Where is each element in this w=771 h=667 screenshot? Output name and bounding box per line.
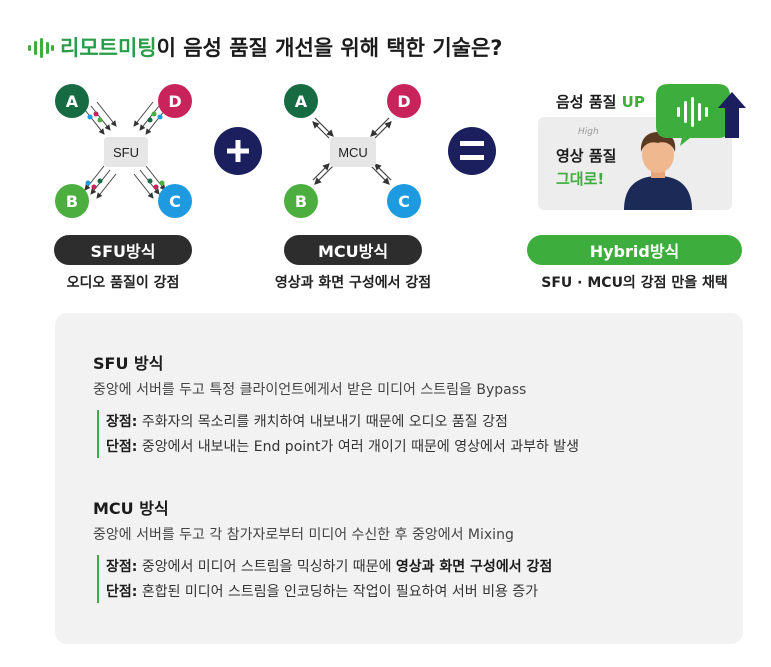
mcu-node-b: B (295, 192, 307, 211)
sfu-node-a: A (66, 92, 79, 111)
mcu-server-label: MCU (338, 145, 368, 160)
handwritten-high: High (578, 127, 599, 137)
hybrid-audio-label: 음성 품질 UP (556, 93, 645, 111)
hybrid-illustration: High (538, 84, 746, 210)
sound-wave-icon (28, 38, 54, 58)
sfu-pro: 장점: 주화자의 목소리를 캐치하여 내보내기 때문에 오디오 품질 강점 (106, 414, 508, 430)
equals-icon (448, 127, 496, 175)
sfu-node-d: D (168, 92, 181, 111)
hybrid-video-keep: 그대로! (556, 170, 605, 188)
up-arrow-icon (718, 92, 746, 138)
page-title: 리모트미팅이 음성 품질 개선을 위해 택한 기술은? (28, 32, 502, 62)
sfu-section-title: SFU 방식 (93, 354, 164, 373)
hybrid-caption: SFU · MCU의 강점 만을 채택 (541, 275, 728, 291)
hybrid-video-label: 영상 품질 (556, 147, 617, 165)
mcu-pill: MCU방식 (284, 235, 422, 265)
mcu-con: 단점: 혼합된 미디어 스트림을 인코딩하는 작업이 필요하여 서버 비용 증가 (106, 584, 539, 600)
info-panel (55, 313, 743, 644)
mcu-pro: 장점: 중앙에서 미디어 스트림을 믹싱하기 때문에 영상과 화면 구성에서 강… (106, 559, 553, 575)
sfu-con: 단점: 중앙에서 내보내는 End point가 여러 개이기 때문에 영상에서… (106, 439, 580, 455)
title-rest: 이 음성 품질 개선을 위해 택한 기술은? (156, 36, 503, 60)
mcu-section-desc: 중앙에 서버를 두고 각 참가자로부터 미디어 수신한 후 중앙에서 Mixin… (93, 527, 514, 543)
mcu-node-a: A (295, 92, 308, 111)
mcu-node-d: D (397, 92, 410, 111)
title-brand: 리모트미팅 (60, 36, 157, 60)
sfu-section-bar (97, 410, 99, 458)
sfu-node-b: B (66, 192, 78, 211)
mcu-section-bar (97, 555, 99, 603)
architecture-diagram: SFU A D B C MCU A D B C (55, 84, 746, 218)
mcu-section-title: MCU 방식 (93, 499, 169, 518)
sfu-pill: SFU방식 (54, 235, 192, 265)
sfu-node-c: C (169, 192, 181, 211)
mcu-caption: 영상과 화면 구성에서 강점 (274, 275, 432, 291)
sfu-server-label: SFU (113, 145, 139, 160)
mcu-diagram: MCU A D B C (284, 84, 421, 218)
hybrid-pill: Hybrid방식 (527, 235, 742, 265)
mcu-node-c: C (398, 192, 410, 211)
sfu-diagram: SFU A D B C (55, 84, 192, 218)
sfu-section-desc: 중앙에 서버를 두고 특정 클라이언트에게서 받은 미디어 스트림을 Bypas… (93, 382, 527, 398)
sfu-caption: 오디오 품질이 강점 (66, 275, 180, 291)
